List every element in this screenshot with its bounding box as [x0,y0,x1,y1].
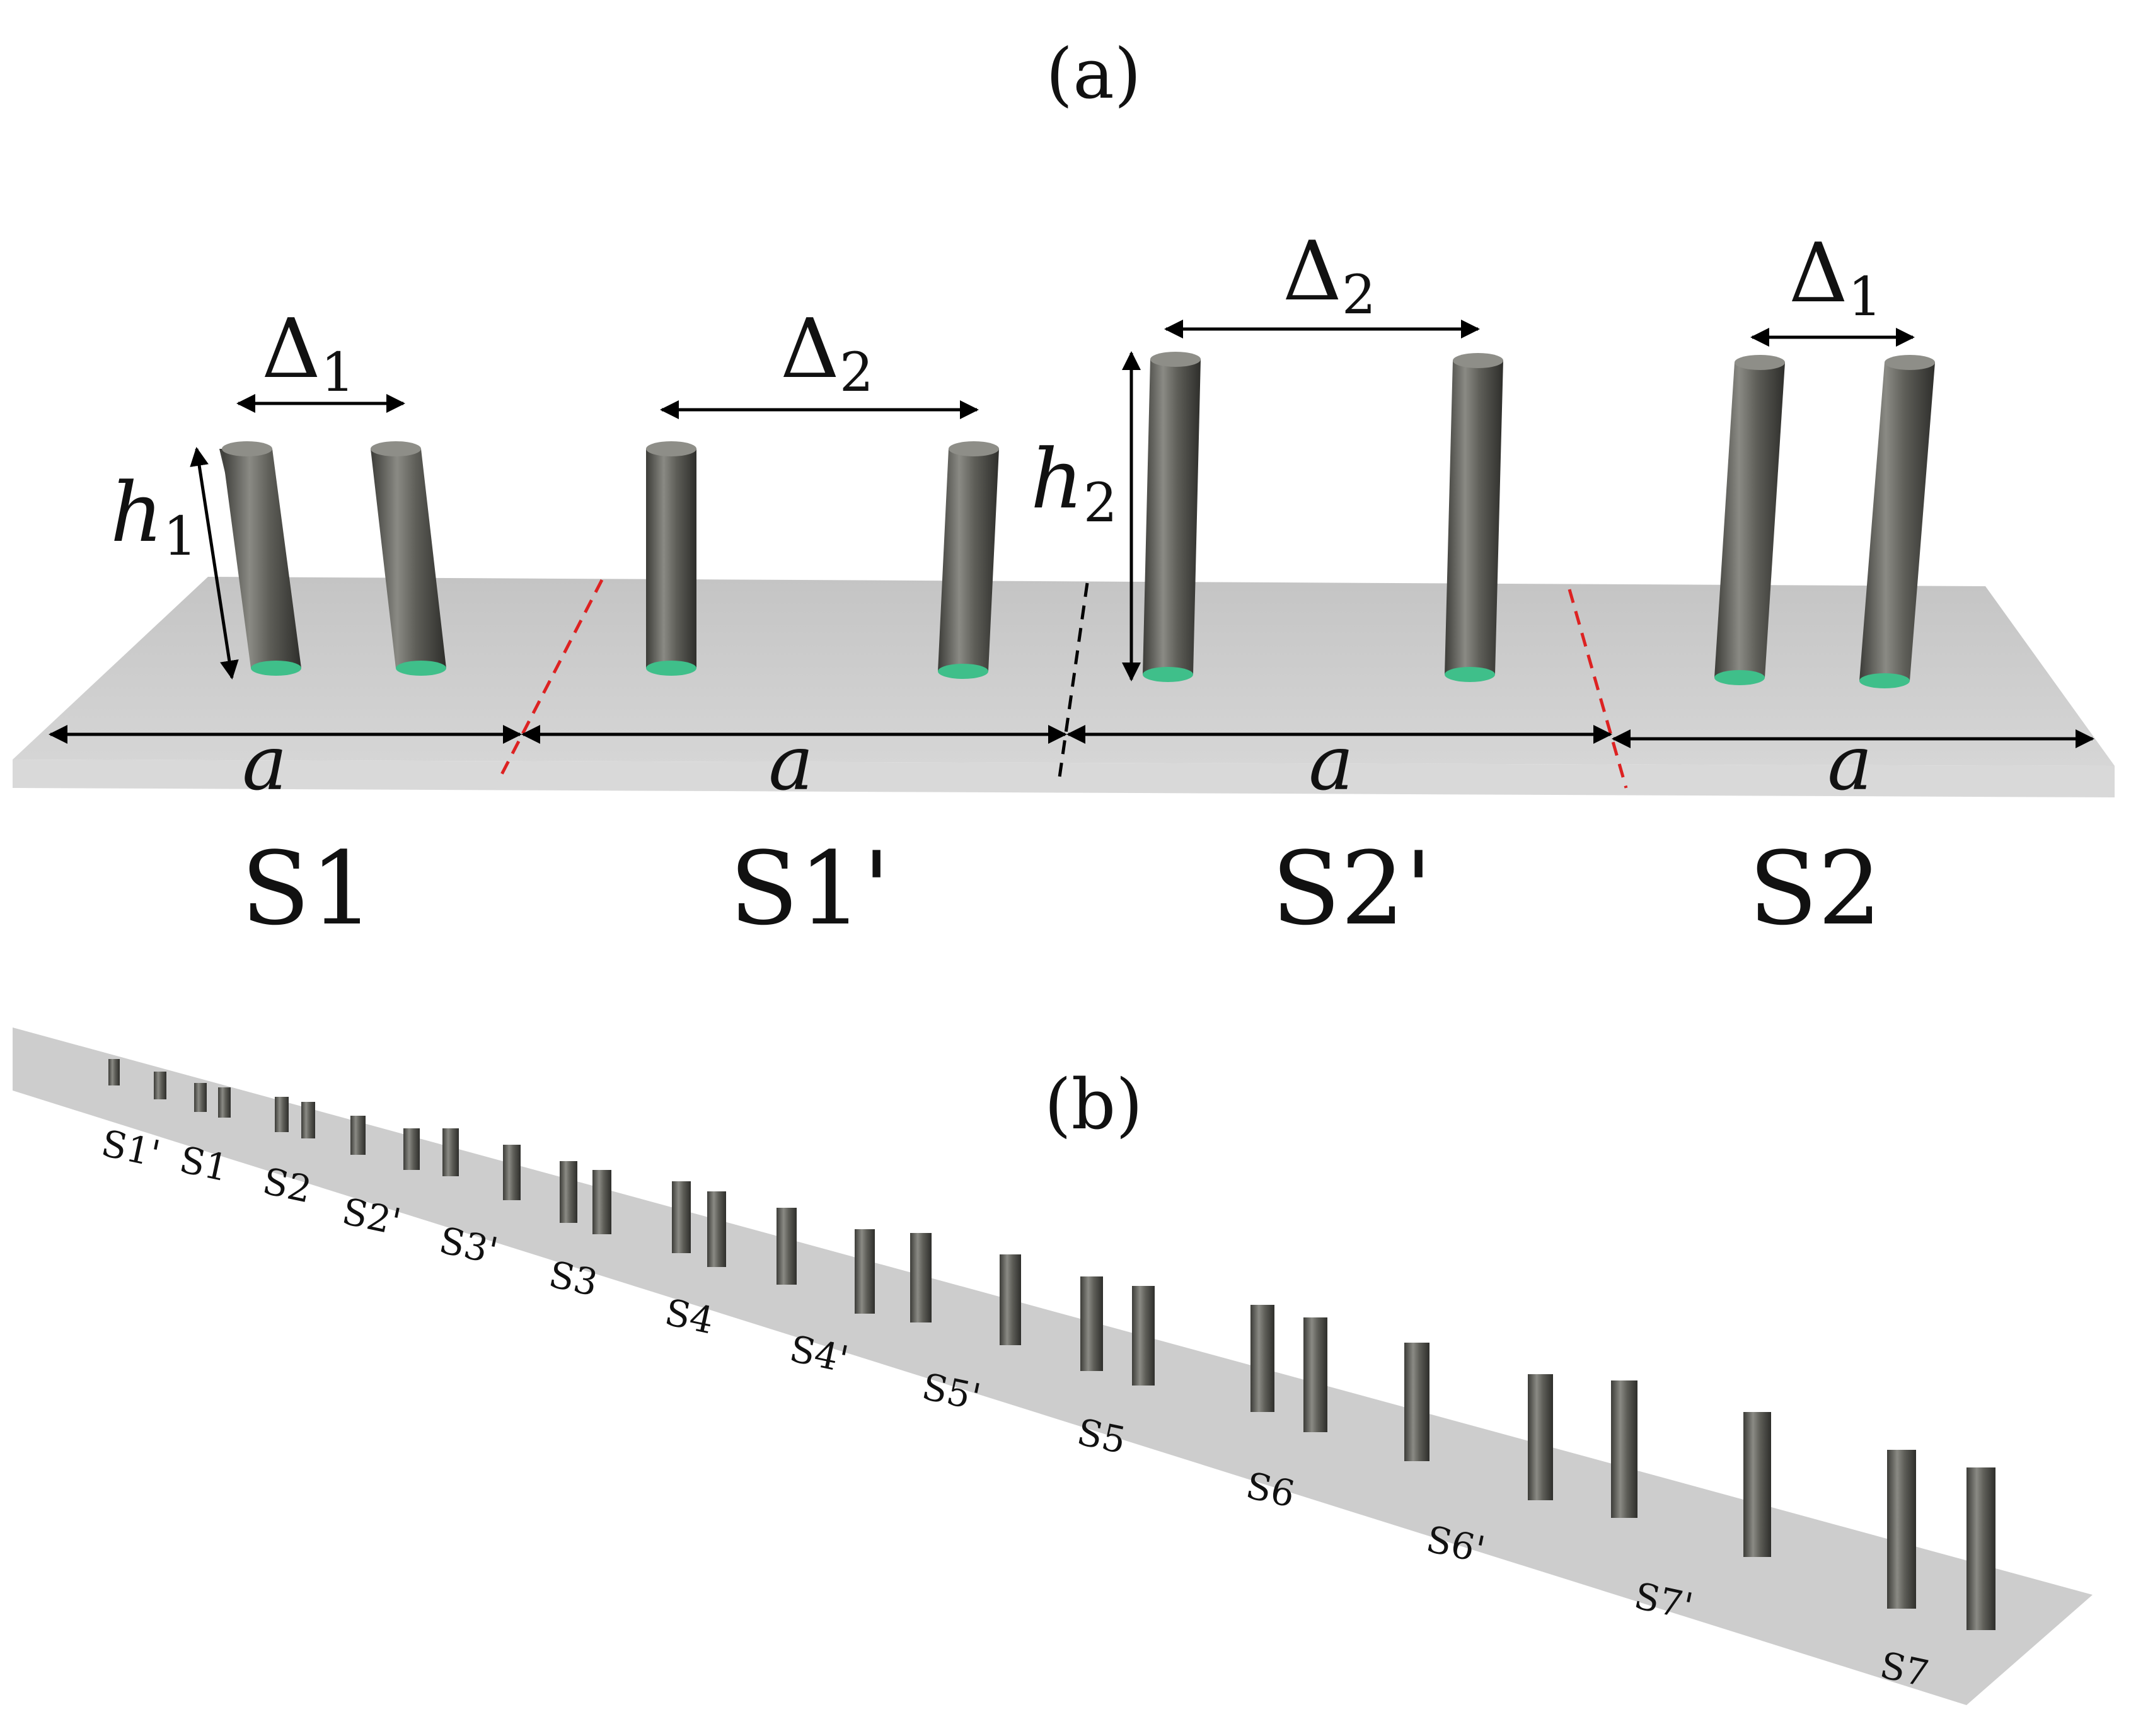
delta1-label-left: Δ1 [262,301,355,404]
boundary-line-1 [496,579,604,783]
rod [1714,355,1785,685]
rods-a [219,352,1935,688]
cell-label-s2: S2 [1748,830,1881,947]
rods-b [108,1059,1995,1630]
delta1-label-right: Δ1 [1789,225,1882,328]
boundary-line-3 [1568,589,1628,789]
rod [1859,355,1935,688]
h1-arrow [190,447,239,680]
rod [1143,352,1201,682]
period-label-3: a [1308,720,1354,807]
rod [646,441,696,676]
cell-label-s2p: S2' [1271,830,1432,947]
site-label: S6 [1242,1464,1298,1515]
rod [371,441,446,676]
rod [219,441,301,676]
site-labels-b: S1' S1 S2 S2' S3' S3 S4 S4' S5' S5 S6 S6… [98,1121,1932,1695]
cell-label-s1p: S1' [729,830,890,947]
site-label: S1 [176,1138,232,1189]
period-label-2: a [768,720,814,807]
delta2-label-left: Δ2 [780,301,874,404]
cell-label-s1: S1 [241,830,374,947]
rod [938,441,999,679]
site-label: S5 [1073,1410,1129,1462]
site-label: S4 [661,1290,717,1342]
delta2-label-right: Δ2 [1283,223,1376,327]
boundary-line-2 [1057,582,1089,782]
site-label: S7 [1876,1643,1932,1695]
panel-a-label: (a) [1046,33,1141,114]
substrate-b [13,1027,2093,1705]
rod [1445,353,1503,682]
h1-label: h1 [110,465,197,568]
site-label: S3 [545,1253,601,1304]
site-label: S2 [259,1159,315,1211]
substrate-a [13,577,2115,797]
panel-b-label: (b) [1044,1064,1143,1145]
h2-label: h2 [1031,431,1117,535]
period-label-1: a [242,720,287,807]
period-label-4: a [1827,720,1873,807]
